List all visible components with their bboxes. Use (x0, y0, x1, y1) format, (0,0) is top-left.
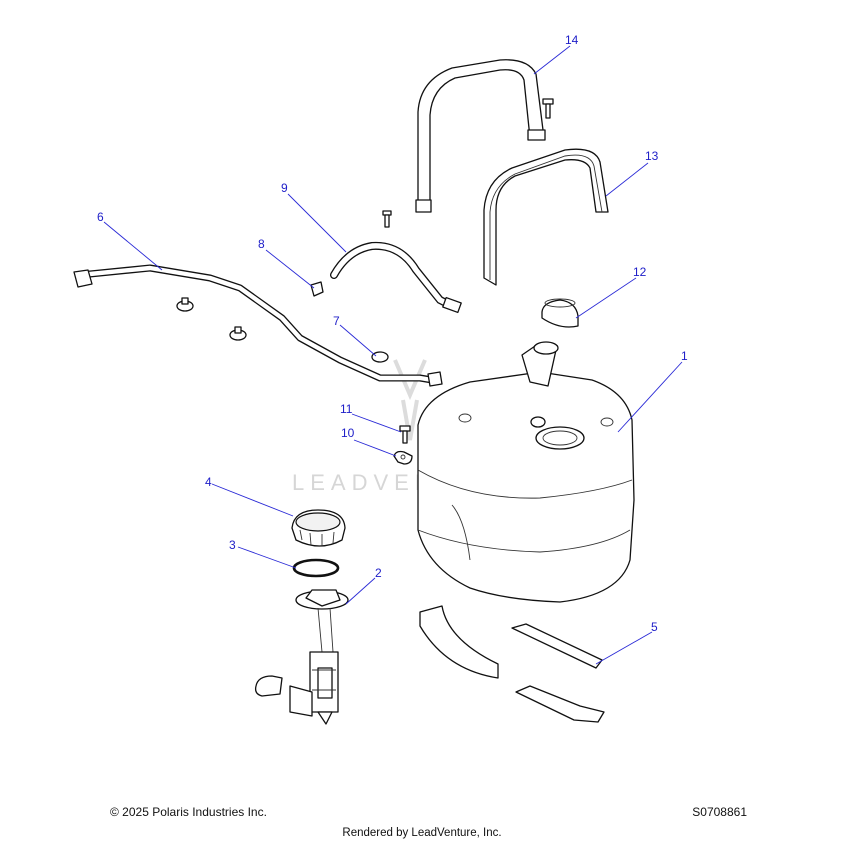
callout-12[interactable]: 12 (633, 265, 647, 279)
fuel-line[interactable] (73, 264, 443, 387)
callout-4[interactable]: 4 (205, 475, 212, 489)
diagram-id: S0708861 (692, 805, 747, 819)
washer-bracket[interactable] (393, 450, 413, 465)
o-ring[interactable] (292, 558, 340, 578)
tank-pad-flat-bottom[interactable] (515, 685, 605, 723)
hose-clamp-8[interactable] (310, 281, 324, 297)
line-clip-left[interactable] (176, 297, 194, 312)
watermark-logo-icon (393, 359, 427, 441)
mounting-bolt[interactable] (399, 425, 411, 444)
fuel-hose[interactable] (330, 241, 462, 314)
vent-bolt[interactable] (382, 210, 392, 228)
fuel-cap[interactable] (541, 298, 579, 328)
callout-10[interactable]: 10 (341, 426, 355, 440)
copyright-text: © 2025 Polaris Industries Inc. (110, 805, 267, 819)
strap-bolt[interactable] (542, 98, 554, 119)
callouts: 1 2 3 4 5 6 7 8 9 10 11 12 13 14 (97, 33, 688, 634)
tank-pad-flat-top[interactable] (511, 623, 603, 669)
lock-ring[interactable] (291, 509, 346, 547)
callout-3[interactable]: 3 (229, 538, 236, 552)
fuel-tank[interactable] (417, 341, 635, 603)
callout-11[interactable]: 11 (340, 402, 353, 416)
fuel-pump-assembly[interactable] (254, 589, 349, 725)
strap-pad[interactable] (483, 148, 609, 286)
callout-1[interactable]: 1 (681, 349, 688, 363)
rendered-by-text: Rendered by LeadVenture, Inc. (342, 827, 502, 839)
tank-strap-upper[interactable] (415, 59, 546, 213)
tank-pad-curved[interactable] (419, 605, 499, 679)
hose-clamp-7[interactable] (371, 351, 389, 363)
line-clip-right[interactable] (229, 326, 247, 341)
callout-13[interactable]: 13 (645, 149, 659, 163)
callout-8[interactable]: 8 (258, 237, 265, 251)
callout-2[interactable]: 2 (375, 566, 382, 580)
callout-5[interactable]: 5 (651, 620, 658, 634)
callout-6[interactable]: 6 (97, 210, 104, 224)
callout-14[interactable]: 14 (565, 33, 579, 47)
callout-7[interactable]: 7 (333, 314, 340, 328)
leader-lines (103, 45, 683, 665)
callout-9[interactable]: 9 (281, 181, 288, 195)
